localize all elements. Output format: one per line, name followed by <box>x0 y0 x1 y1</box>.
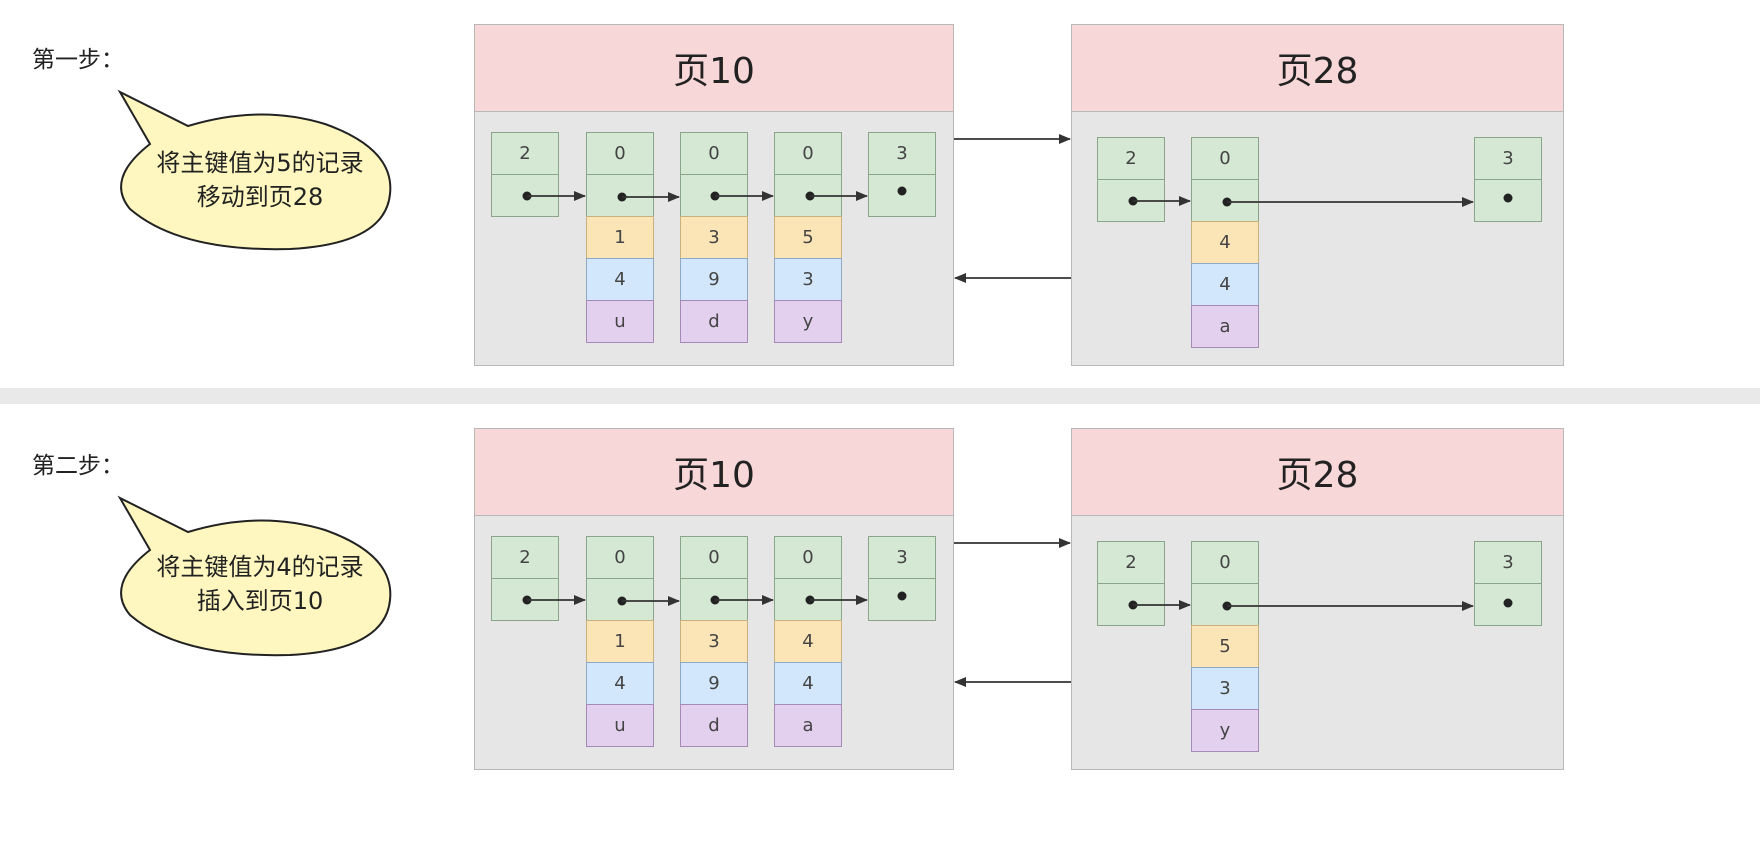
step-1-page-10-header: 页10 <box>475 25 953 112</box>
step-1-p10-record-1-header: 0 <box>586 132 654 175</box>
step-1-page-28-header: 页28 <box>1072 25 1563 112</box>
step-2-speech-bubble <box>117 495 392 657</box>
step-2-p10-infimum-header: 2 <box>491 536 559 579</box>
step-1-p10-record-2-col2: 9 <box>680 258 748 301</box>
step-1-p28-record-1-pointer <box>1191 179 1259 222</box>
step-1-speech-bubble <box>117 89 392 251</box>
step-1-p10-record-3-pointer <box>774 174 842 217</box>
step-2-p10-record-3-pointer <box>774 578 842 621</box>
step-1-p10-record-3-header: 0 <box>774 132 842 175</box>
step-2-p10-record-1-key: 1 <box>586 620 654 663</box>
step-2-p28-infimum-header: 2 <box>1097 541 1165 584</box>
step-1-p10-record-3-col2: 3 <box>774 258 842 301</box>
step-2-p10-record-2-key: 3 <box>680 620 748 663</box>
step-1-p28-supremum-pointer <box>1474 179 1542 222</box>
step-2-page-28-header: 页28 <box>1072 429 1563 516</box>
step-2-title: 第二步： <box>32 453 124 479</box>
step-1-bubble-line-1: 将主键值为5的记录 <box>156 149 364 177</box>
step-2-p10-infimum-pointer <box>491 578 559 621</box>
step-2-p28-record-1-col3: y <box>1191 709 1259 752</box>
step-1-p10-supremum-header: 3 <box>868 132 936 175</box>
step-1-p10-record-2-key: 3 <box>680 216 748 259</box>
step-2-bubble-line-2: 插入到页10 <box>196 587 324 615</box>
step-1-p10-record-1-col3: u <box>586 300 654 343</box>
step-1-p28-infimum-header: 2 <box>1097 137 1165 180</box>
step-1-p10-record-1-col2: 4 <box>586 258 654 301</box>
step-1-p28-record-1-col2: 4 <box>1191 263 1259 306</box>
step-1-p28-record-1-col3: a <box>1191 305 1259 348</box>
step-2-p10-record-1-col2: 4 <box>586 662 654 705</box>
step-1-bubble-line-2: 移动到页28 <box>196 183 324 211</box>
step-2-p10-record-2-header: 0 <box>680 536 748 579</box>
step-1-p10-record-2-pointer <box>680 174 748 217</box>
step-2-p10-record-2-pointer <box>680 578 748 621</box>
step-1-title: 第一步： <box>32 47 124 73</box>
step-1-p10-infimum-pointer <box>491 174 559 217</box>
step-2-p28-supremum-pointer <box>1474 583 1542 626</box>
step-2-p28-supremum-header: 3 <box>1474 541 1542 584</box>
step-2-p10-record-1-col3: u <box>586 704 654 747</box>
step-1-p10-infimum-header: 2 <box>491 132 559 175</box>
step-2-p10-supremum-pointer <box>868 578 936 621</box>
step-1-p10-record-3-col3: y <box>774 300 842 343</box>
step-1-p10-record-1-key: 1 <box>586 216 654 259</box>
step-2-p10-record-2-col2: 9 <box>680 662 748 705</box>
step-1-p28-record-1-key: 4 <box>1191 221 1259 264</box>
step-2-p28-record-1-key: 5 <box>1191 625 1259 668</box>
step-1-p28-record-1-header: 0 <box>1191 137 1259 180</box>
step-2-bubble-line-1: 将主键值为4的记录 <box>156 553 364 581</box>
step-1-p28-supremum-header: 3 <box>1474 137 1542 180</box>
step-1-p10-supremum-pointer <box>868 174 936 217</box>
step-1-p10-record-3-key: 5 <box>774 216 842 259</box>
step-2-p10-record-1-pointer <box>586 578 654 621</box>
step-2-p10-record-2-col3: d <box>680 704 748 747</box>
step-1-p10-record-2-header: 0 <box>680 132 748 175</box>
step-2-p10-record-1-header: 0 <box>586 536 654 579</box>
step-2-p10-record-3-header: 0 <box>774 536 842 579</box>
step-1-p10-record-1-pointer <box>586 174 654 217</box>
step-2-p28-record-1-col2: 3 <box>1191 667 1259 710</box>
step-2-bubble-text: 将主键值为4的记录 插入到页10 <box>130 550 390 618</box>
step-2-p28-record-1-pointer <box>1191 583 1259 626</box>
step-1-p10-record-2-col3: d <box>680 300 748 343</box>
step-2-p28-record-1-header: 0 <box>1191 541 1259 584</box>
step-2-p10-record-3-col2: 4 <box>774 662 842 705</box>
step-2-page-10-header: 页10 <box>475 429 953 516</box>
step-2-p10-record-3-key: 4 <box>774 620 842 663</box>
step-2-p10-record-3-col3: a <box>774 704 842 747</box>
step-1-p28-infimum-pointer <box>1097 179 1165 222</box>
step-2-p10-supremum-header: 3 <box>868 536 936 579</box>
step-2-p28-infimum-pointer <box>1097 583 1165 626</box>
step-1-bubble-text: 将主键值为5的记录 移动到页28 <box>130 146 390 214</box>
